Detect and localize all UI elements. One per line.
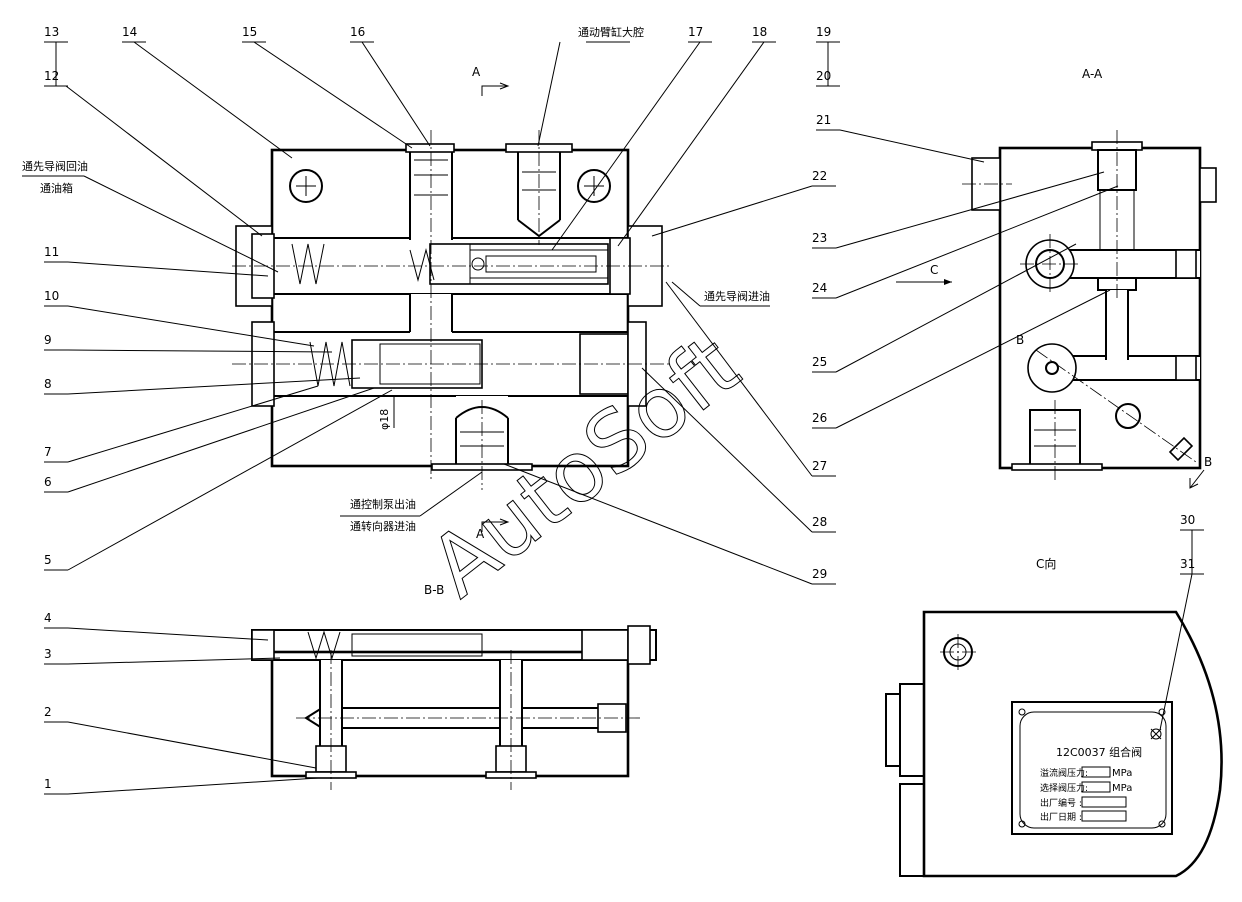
view-c (885, 610, 1223, 878)
main-view (232, 130, 672, 490)
section-aa-title: A-A (1082, 67, 1103, 81)
nameplate-row-label: 溢流阀压力: (1040, 767, 1088, 779)
part-number-2: 2 (44, 705, 52, 719)
part-number-29: 29 (812, 567, 827, 581)
nameplate-text: 12C0037 组合阀 溢流阀压力: MPa 选择阀压力: MPa 出厂编号 :… (1040, 745, 1142, 823)
part-number-8: 8 (44, 377, 52, 391)
nameplate-row-unit: MPa (1112, 783, 1132, 794)
part-number-21: 21 (816, 113, 831, 127)
part-number-26: 26 (812, 411, 827, 425)
part-number-3: 3 (44, 647, 52, 661)
annotations: 通动臂缸大腔 通先导阀回油 通油箱 通先导阀进油 通控制泵出油 通转向器进油 φ… (22, 25, 770, 533)
section-bb-view (251, 625, 657, 790)
label-arm-cylinder: 通动臂缸大腔 (578, 25, 644, 39)
section-b-lower: B (1204, 455, 1212, 469)
part-numbers: 13 12 14 15 16 17 18 11 10 9 8 7 6 5 4 3… (44, 25, 1195, 791)
part-number-18: 18 (752, 25, 767, 39)
label-steering-inlet: 通转向器进油 (350, 519, 416, 533)
section-a-top: A (472, 65, 481, 79)
nameplate-row-label: 出厂日期 : (1040, 811, 1082, 823)
part-number-1: 1 (44, 777, 52, 791)
label-pilot-inlet: 通先导阀进油 (704, 289, 770, 303)
part-number-14: 14 (122, 25, 137, 39)
nameplate-row-unit: MPa (1112, 768, 1132, 779)
part-number-12: 12 (44, 69, 59, 83)
part-number-30: 30 (1180, 513, 1195, 527)
part-number-13: 13 (44, 25, 59, 39)
section-labels: A A A-A B-B C B B C向 (424, 65, 1212, 597)
leader-lines (22, 41, 1204, 795)
part-number-23: 23 (812, 231, 827, 245)
part-number-17: 17 (688, 25, 703, 39)
nameplate-row-label: 选择阀压力: (1040, 782, 1088, 794)
part-number-22: 22 (812, 169, 827, 183)
part-number-27: 27 (812, 459, 827, 473)
nameplate-model: 12C0037 组合阀 (1056, 745, 1142, 759)
part-number-31: 31 (1180, 557, 1195, 571)
part-number-4: 4 (44, 611, 52, 625)
part-number-19: 19 (816, 25, 831, 39)
view-c-title: C向 (1036, 556, 1056, 571)
label-pilot-return: 通先导阀回油 (22, 159, 88, 173)
part-number-15: 15 (242, 25, 257, 39)
section-aa-view (896, 130, 1217, 489)
part-number-28: 28 (812, 515, 827, 529)
part-number-24: 24 (812, 281, 827, 295)
part-number-11: 11 (44, 245, 59, 259)
nameplate-row-label: 出厂编号 : (1040, 797, 1082, 809)
label-tank: 通油箱 (40, 181, 73, 195)
section-a-marker (481, 82, 510, 532)
part-number-16: 16 (350, 25, 365, 39)
part-number-25: 25 (812, 355, 827, 369)
section-c-arrow-label: C (930, 263, 938, 277)
label-diameter: φ18 (378, 409, 391, 430)
label-pump-outlet: 通控制泵出油 (350, 497, 416, 511)
section-a-bottom: A (476, 527, 485, 541)
part-number-10: 10 (44, 289, 59, 303)
section-b-upper: B (1016, 333, 1024, 347)
part-number-9: 9 (44, 333, 52, 347)
part-number-20: 20 (816, 69, 831, 83)
nameplate (1011, 701, 1173, 835)
section-bb-title: B-B (424, 583, 444, 597)
part-number-6: 6 (44, 475, 52, 489)
part-number-5: 5 (44, 553, 52, 567)
part-number-7: 7 (44, 445, 52, 459)
